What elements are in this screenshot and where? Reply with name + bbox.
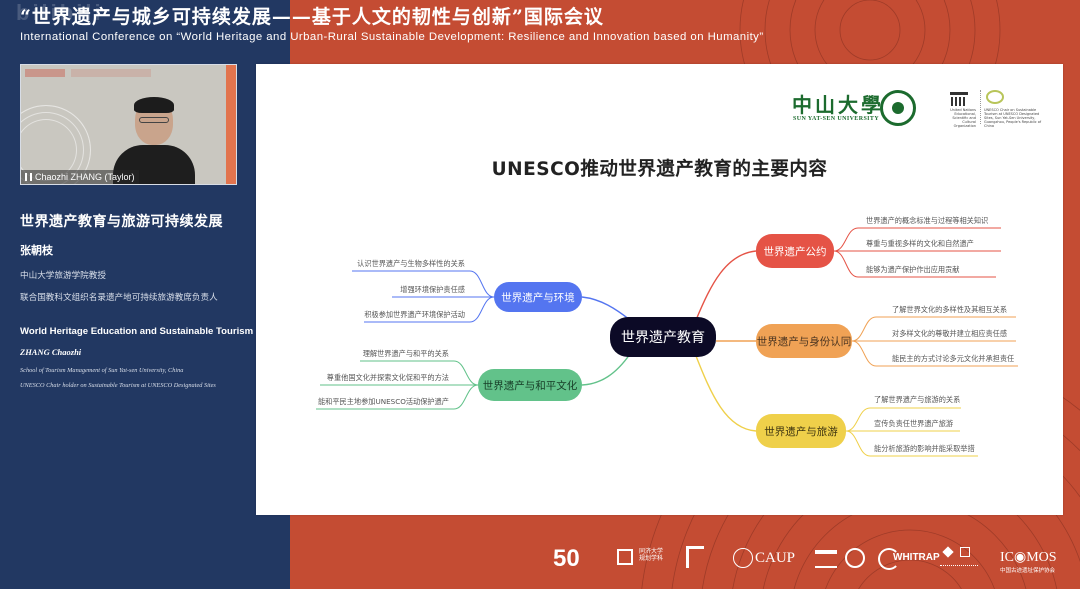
mindmap-leaf: 增强环境保护责任感 [400,285,465,294]
video-slide-header [25,69,65,77]
video-orange-bar [226,65,236,184]
video-background-arc [21,105,91,184]
mindmap-leaf: 了解世界文化的多样性及其相互关系 [892,305,1008,314]
tongji-planning-text: 同济大学规划学科 [639,549,664,562]
mindmap-leaf: 尊重与重视多样的文化和自然遗产 [866,239,974,248]
mindmap-leaf: 能和平民主地参加UNESCO活动保护遗产 [317,397,449,406]
participant-name-tag: Chaozhi ZHANG (Taylor) [21,170,139,184]
caup-70-logo [686,546,704,568]
mindmap-leaf: 认识世界遗产与生物多样性的关系 [357,259,465,268]
icomos-china-logo: IC◉MOS [1000,550,1057,565]
whitrap-arc-icon [878,548,900,570]
unesco-chair-text: UNESCO Chair on Sustainable Tourism at U… [984,108,1042,128]
whitrap-logo: WHITRAP [893,552,940,563]
speaker-affiliation-zh-1: 中山大学旅游学院教授 [20,271,106,281]
mindmap-branch-peace: 世界遗产与和平文化 [478,369,582,401]
mindmap-leaf: 能民主的方式讨论多元文化并承担责任 [892,354,1015,363]
unesco-logo-text: United Nations Educational, Scientific a… [950,108,976,128]
mindmap-center-node: 世界遗产教育 [610,317,716,357]
speaker-affiliation-en-1: School of Tourism Management of Sun Yat-… [20,367,184,374]
speaker-name-zh: 张朝枝 [20,244,53,257]
speaker-affiliation-zh-2: 联合国教科文组织名录遗产地可持续旅游教席负责人 [20,293,218,303]
mindmap-leaf: 理解世界遗产与和平的关系 [362,349,449,358]
mindmap-leaf: 了解世界遗产与旅游的关系 [874,395,961,404]
mindmap-leaf: 尊重他国文化并探索文化促和平的方法 [326,373,449,382]
conference-title-en: International Conference on “World Herit… [20,31,764,43]
presentation-slide: 中山大學 SUN YAT-SEN UNIVERSITY United Natio… [256,64,1063,515]
mindmap-branch-tourism: 世界遗产与旅游 [756,414,846,448]
participant-name: Chaozhi ZHANG (Taylor) [35,172,135,182]
mindmap-branch-environment: 世界遗产与环境 [494,282,582,312]
talk-title-en: World Heritage Education and Sustainable… [20,326,254,337]
speaker-video-tile[interactable]: Chaozhi ZHANG (Taylor) [20,64,237,185]
sysu-seal-icon [880,90,916,126]
mindmap-leaf: 能分析旅游的影响并能采取举措 [874,444,975,453]
mindmap-leaf: 能够为遗产保护作出应用贡献 [866,265,960,274]
world-heritage-icon [845,548,865,568]
unesco-chair-logo: United Nations Educational, Scientific a… [946,86,1046,128]
tongji-planning-logo [617,549,633,565]
mindmap-branch-identity: 世界遗产与身份认同 [756,324,852,358]
talk-title-zh: 世界遗产教育与旅游可持续发展 [20,214,223,230]
slide-title: UNESCO推动世界遗产教育的主要内容 [491,159,828,180]
unesco-temple-icon [950,92,968,106]
speaker-affiliation-en-2: UNESCO Chair holder on Sustainable Touri… [20,382,216,389]
caup-logo: CAUP [755,550,796,566]
sysu-logo: 中山大學 SUN YAT-SEN UNIVERSITY [792,88,920,128]
planning-society-seal [960,547,970,557]
sysu-logo-zh: 中山大學 [792,93,884,117]
mindmap-leaf: 宣传负责任世界遗产旅游 [874,419,954,428]
mindmap-leaf: 积极参加世界遗产环境保护活动 [364,310,465,319]
icomos-china-subtitle: 中国古迹遗址保护协会 [1000,568,1056,574]
next-50-logo: 50 [553,545,580,572]
bilibili-watermark: bilibili [16,0,104,25]
video-slide-subheader [71,69,151,77]
mindmap-connectors [316,227,1018,457]
audio-signal-icon [25,173,32,181]
tongji-seal-icon [733,548,753,568]
conference-title-zh: “世界遗产与城乡可持续发展——基于人文的韧性与创新”国际会议 [20,6,604,28]
unesco-footer-icon [815,550,837,568]
speaker-name-en: ZHANG Chaozhi [20,347,82,357]
mindmap-branch-convention: 世界遗产公约 [756,234,834,268]
mindmap-leaf: 世界遗产的概念标准与过程等相关知识 [866,216,989,225]
unesco-chair-icon [986,90,1004,104]
sysu-logo-en: SUN YAT-SEN UNIVERSITY [793,116,880,122]
mindmap-leaf: 对多样文化的尊敬并建立相应责任感 [892,329,1008,338]
